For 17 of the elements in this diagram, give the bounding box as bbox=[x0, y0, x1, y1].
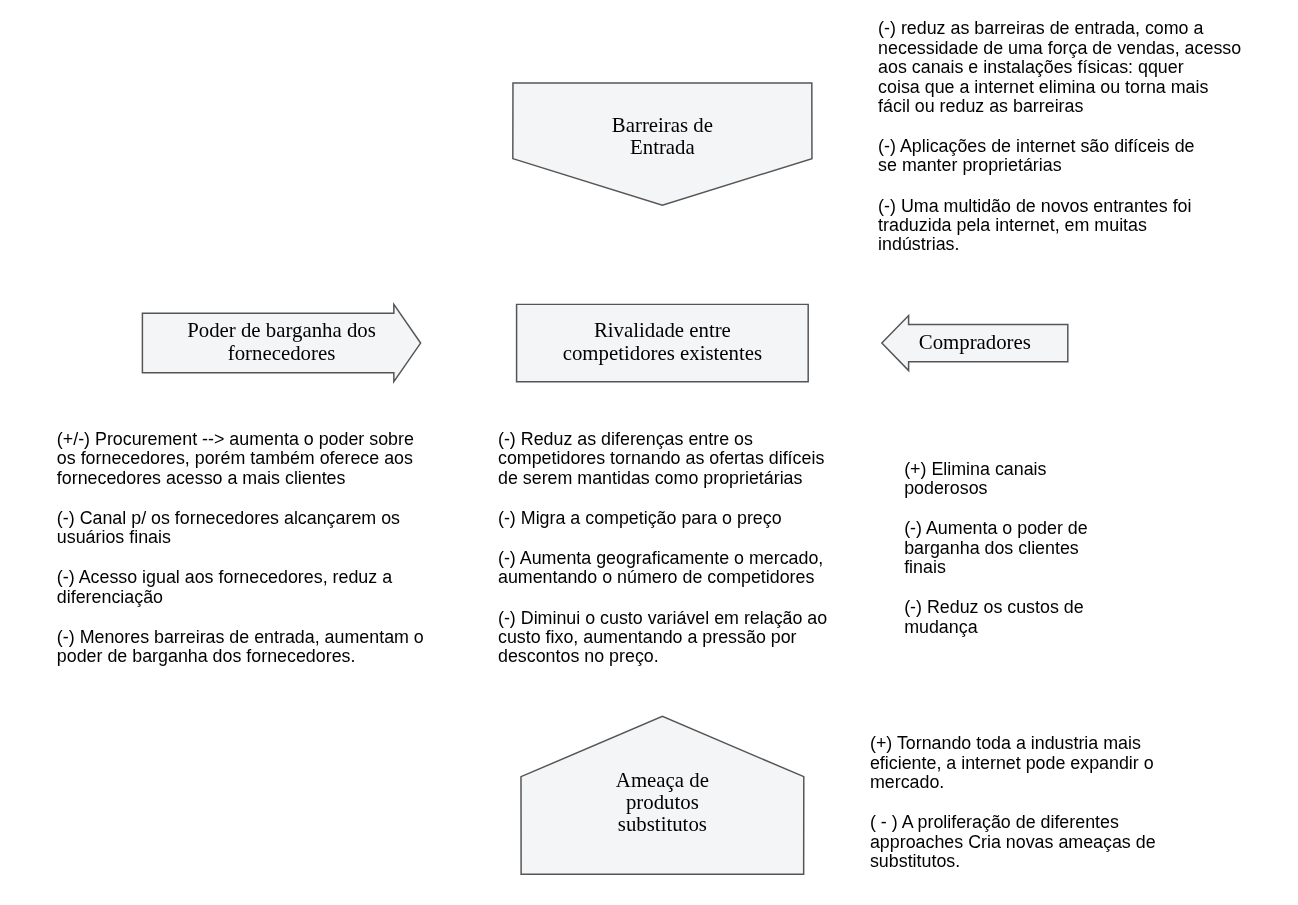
node-box: Rivalidade entre competidores existentes bbox=[515, 303, 809, 383]
node-label: (-) Canal p/ os fornecedores alcançarem os usuários finais bbox=[56, 507, 401, 548]
node-label: ( - ) A proliferação de diferentes approaches Cria novas ameaças de substitutos. bbox=[869, 812, 1156, 871]
node-label: (-) Reduz as diferenças entre os competidores tornando as ofertas difíceis de serem mantidas como proprietárias bbox=[497, 429, 825, 488]
node-label: (-) Reduz os custos de mudança bbox=[904, 597, 1084, 637]
node-label: (-) Aumenta geograficamente o mercado, aumentando o número de competidores bbox=[497, 548, 824, 588]
node-label: (-) Acesso igual aos fornecedores, reduz a diferenciação bbox=[56, 567, 393, 607]
node-label: (-) Migra a competição para o preço bbox=[497, 507, 782, 528]
node-label: (+/-) Procurement --> aumenta o poder sobre os fornecedores, porém também oferece aos fornecedores acesso a mais clientes bbox=[56, 429, 414, 488]
node-label: (+) Tornando toda a industria mais eficiente, a internet pode expandir o mercado. bbox=[869, 733, 1154, 793]
node-label: (-) Uma multidão de novos entrantes foi traduzida pela internet, em muitas indústrias. bbox=[878, 195, 1192, 255]
node-label: (-) Aumenta o poder de barganha dos clientes finais bbox=[904, 518, 1088, 578]
node-label: (-) Diminui o custo variável em relação ao custo fixo, aumentando a pressão por descontos no preço. bbox=[497, 607, 828, 667]
node-label: (+) Elimina canais poderosos bbox=[904, 458, 1047, 499]
node-label: (-) Aplicações de internet são difíceis de se manter proprietárias bbox=[878, 136, 1195, 176]
node-label: (-) Menores barreiras de entrada, aumentam o poder de barganha dos fornecedores. bbox=[56, 627, 424, 667]
node-label: (-) reduz as barreiras de entrada, como a necessidade de uma força de vendas, acesso aos canais e instalações físicas: qquer coisa que a internet elimina ou torna mais fácil ou reduz as barreiras bbox=[878, 18, 1242, 116]
